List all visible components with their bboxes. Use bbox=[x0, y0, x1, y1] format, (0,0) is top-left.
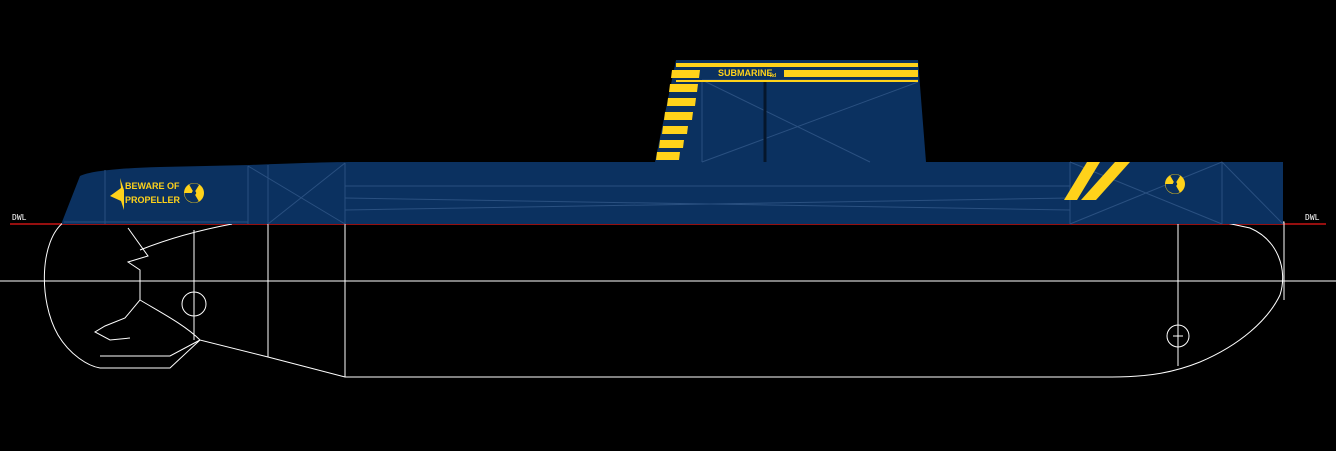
sail-body bbox=[655, 60, 926, 162]
sail-under-stripe bbox=[676, 80, 918, 82]
bow-upper-diagonal bbox=[139, 223, 233, 251]
warning-line2: PROPELLER bbox=[125, 195, 181, 205]
bow-lower-diagonal bbox=[139, 299, 201, 341]
sail-band-stripe bbox=[784, 70, 918, 77]
hull-panel-lines bbox=[64, 161, 1284, 225]
upper-hull bbox=[62, 161, 1284, 225]
waterline-label-left: DWL bbox=[12, 213, 27, 222]
sail: SUBMARINE ltd bbox=[655, 60, 926, 163]
bow-plane-pivot bbox=[181, 291, 207, 317]
sail-hazard-stripes bbox=[656, 70, 700, 160]
stern-plane-pivot bbox=[1166, 324, 1190, 348]
bow-hatch-outline bbox=[93, 227, 149, 341]
keel-line bbox=[100, 221, 1284, 378]
lower-hull-outline bbox=[43, 221, 1285, 378]
sail-marking-small: ltd bbox=[770, 73, 776, 79]
stern-markings bbox=[1064, 162, 1185, 200]
bow-warning-decal: BEWARE OF PROPELLER bbox=[110, 178, 204, 210]
bow-lower-rim bbox=[100, 339, 201, 357]
arrow-icon bbox=[110, 178, 124, 210]
bow-curve bbox=[43, 221, 101, 369]
stern-radiation-icon bbox=[1165, 174, 1185, 194]
radiation-icon bbox=[184, 183, 204, 203]
waterline-label-right: DWL bbox=[1305, 213, 1320, 222]
sail-top-stripe bbox=[676, 63, 918, 67]
stern-hazard-stripe-2 bbox=[1081, 162, 1130, 200]
warning-line1: BEWARE OF bbox=[125, 181, 180, 191]
sail-marking: SUBMARINE bbox=[718, 68, 773, 78]
stern-hazard-stripe-1 bbox=[1064, 162, 1100, 200]
